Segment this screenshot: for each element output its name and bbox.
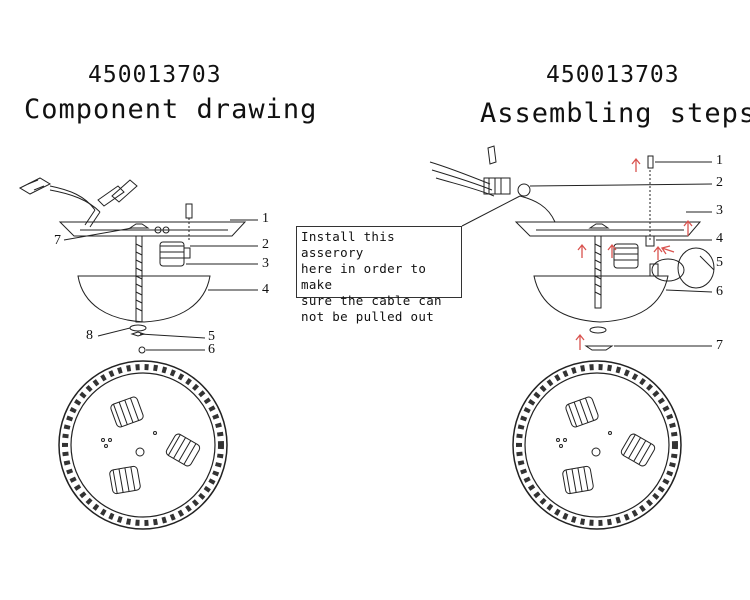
left-finial (129, 324, 147, 354)
right-callout-5: 5 (716, 255, 723, 270)
cable-clamp-note: Install this asserory here in order to m… (296, 226, 462, 324)
assembling-steps-title: Assembling steps (480, 98, 750, 129)
left-callout-5: 5 (208, 329, 215, 344)
left-canopy (58, 221, 247, 237)
left-callout-2: 2 (262, 237, 269, 252)
right-callout-4: 4 (716, 231, 723, 246)
assembly-arrows (575, 157, 693, 350)
right-canopy (514, 221, 702, 237)
right-socket (613, 243, 639, 269)
left-model-code: 450013703 (88, 62, 222, 88)
right-callout-3: 3 (716, 203, 723, 218)
left-glass-bowl (77, 275, 211, 323)
left-callout-8: 8 (86, 328, 93, 343)
right-rod (588, 223, 610, 309)
right-callout-1: 1 (716, 153, 723, 168)
right-callout-7: 7 (716, 338, 723, 353)
left-callout-4: 4 (262, 282, 269, 297)
right-leaders (529, 161, 715, 347)
left-callout-7: 7 (54, 233, 61, 248)
left-callout-3: 3 (262, 256, 269, 271)
left-wires (18, 177, 138, 228)
component-drawing-title: Component drawing (24, 94, 318, 125)
left-leaders (63, 219, 258, 351)
right-callout-6: 6 (716, 284, 723, 299)
right-wires (429, 145, 556, 227)
left-callout-1: 1 (262, 211, 269, 226)
left-socket (159, 241, 191, 267)
right-finial (584, 326, 614, 351)
right-top-view (512, 360, 682, 530)
right-bulb (649, 247, 715, 289)
left-screw (185, 203, 193, 242)
left-top-view (58, 360, 228, 530)
right-callout-2: 2 (716, 175, 723, 190)
right-model-code: 450013703 (546, 62, 680, 88)
left-callout-6: 6 (208, 342, 215, 357)
left-rod (128, 223, 170, 323)
right-glass-bowl (533, 275, 669, 323)
right-screw (645, 155, 655, 247)
